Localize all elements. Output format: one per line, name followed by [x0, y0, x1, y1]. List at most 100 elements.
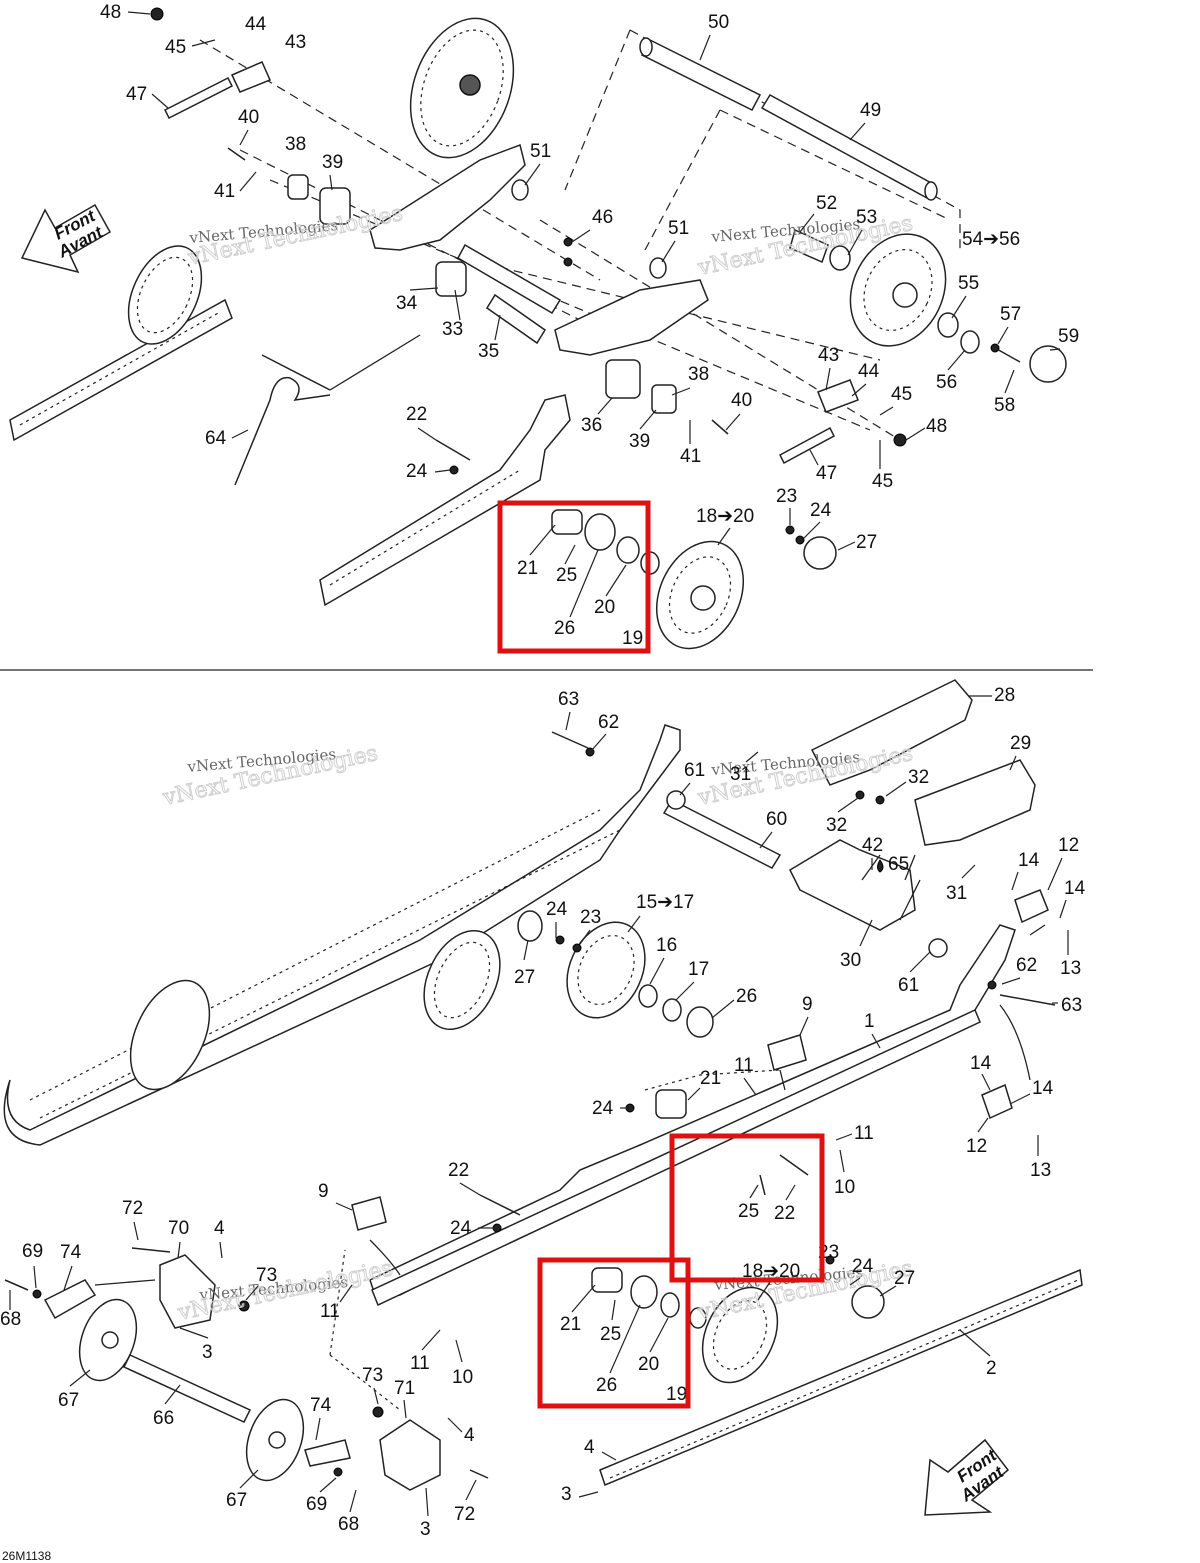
part-label: 39 [322, 152, 343, 173]
leader-line [1001, 977, 1021, 985]
leader-line [164, 1384, 181, 1405]
ring-20b [660, 1292, 680, 1318]
part-label: 63 [1061, 995, 1082, 1016]
leader-line [1011, 871, 1019, 891]
leader-line [239, 171, 257, 192]
leader-line [757, 1281, 771, 1301]
leader-line [417, 427, 437, 441]
leader-line [905, 427, 926, 441]
part-label: 21 [517, 558, 538, 579]
leader-line [1009, 755, 1017, 771]
part-label: 62 [598, 712, 619, 733]
axle-66 [122, 1354, 252, 1423]
leader-line [447, 1417, 463, 1433]
bolt-40a [227, 147, 246, 161]
leader-line [879, 1285, 897, 1297]
nut-46b [563, 257, 573, 267]
leader-line [315, 1417, 321, 1441]
nut-32b [875, 795, 885, 805]
leader-line [605, 564, 627, 597]
part-label: 59 [1058, 326, 1079, 347]
part-label: 70 [168, 1218, 189, 1239]
rear-wheel-67a [78, 1298, 138, 1382]
leader-line [785, 1184, 796, 1201]
part-label: 69 [22, 1241, 43, 1262]
part-label: 9 [802, 994, 813, 1015]
leader-line [455, 1339, 463, 1363]
leader-line [799, 1016, 809, 1036]
part-label: 27 [856, 532, 877, 553]
part-label: 31 [946, 883, 967, 904]
bracket-21c [591, 1267, 623, 1293]
part-label: 74 [60, 1242, 82, 1263]
washer-69b [333, 1467, 343, 1477]
leader-line [611, 1299, 616, 1321]
washer-51a [511, 179, 529, 201]
part-label: 24 [546, 899, 568, 920]
part-label: 45 [872, 471, 893, 492]
leader-lines [9, 11, 1069, 1517]
part-label: 14 [1032, 1078, 1054, 1099]
leader-line [1047, 857, 1063, 891]
bearing-53 [829, 245, 851, 271]
nut-48b [893, 433, 907, 447]
part-label: 9 [318, 1181, 329, 1202]
bolt-72a [131, 1247, 171, 1253]
grease-65 [877, 859, 884, 873]
leader-line [339, 1284, 353, 1303]
part-label: 45 [165, 37, 186, 58]
front-rail-assembly [3, 724, 681, 1146]
leader-line [601, 1451, 617, 1461]
part-label: 15➔17 [636, 892, 694, 913]
part-label: 24 [406, 461, 428, 482]
rear-idler-wheel [849, 233, 947, 347]
highlight-lower-wheel-parts [537, 1257, 691, 1409]
bolt-63a [551, 731, 589, 749]
leader-line [997, 326, 1009, 345]
part-label: 42 [862, 835, 883, 856]
leader-line [1009, 1093, 1031, 1105]
part-label: 58 [994, 395, 1015, 416]
bearing-55 [937, 312, 959, 338]
part-label: 47 [816, 463, 837, 484]
ring-17 [662, 998, 682, 1022]
part-label: 26 [596, 1375, 617, 1396]
bearing-26c [630, 1275, 658, 1309]
leader-line [725, 413, 741, 431]
part-label: 23 [580, 907, 601, 928]
leader-line [885, 781, 907, 797]
part-label: 35 [478, 341, 499, 362]
bolt-72b [469, 1469, 489, 1479]
part-label: 36 [581, 415, 602, 436]
part-label: 27 [894, 1268, 915, 1289]
shaft-60 [662, 799, 782, 869]
rear-rail-section [319, 394, 571, 607]
part-label: 67 [226, 1490, 247, 1511]
washer-69a [32, 1289, 42, 1299]
bearing-26a [584, 513, 616, 551]
leader-line [687, 1087, 701, 1101]
idler-wheel-15-17 [566, 921, 646, 1019]
bushing-38a [287, 174, 309, 200]
leader-line [459, 1182, 481, 1196]
part-label: 26 [736, 986, 757, 1007]
roller-shaft-49 [760, 94, 938, 201]
part-label: 57 [1000, 304, 1021, 325]
stopper-12b [981, 1083, 1013, 1120]
bushing-34 [435, 261, 467, 297]
leader-line [835, 1133, 853, 1141]
part-label: 72 [454, 1504, 475, 1525]
leader-line [421, 1329, 441, 1351]
part-label: 46 [592, 207, 613, 228]
cap-27c [851, 1285, 885, 1319]
bracket-21b [655, 1089, 687, 1119]
leader-line [879, 406, 894, 416]
leader-line [639, 409, 657, 430]
part-label: 69 [306, 1494, 327, 1515]
leader-line [231, 429, 249, 439]
leader-line [711, 999, 735, 1019]
bracket-70 [159, 1254, 216, 1329]
bracket-44a [230, 61, 272, 93]
leader-line [849, 122, 866, 141]
front-rail-section [9, 245, 233, 442]
